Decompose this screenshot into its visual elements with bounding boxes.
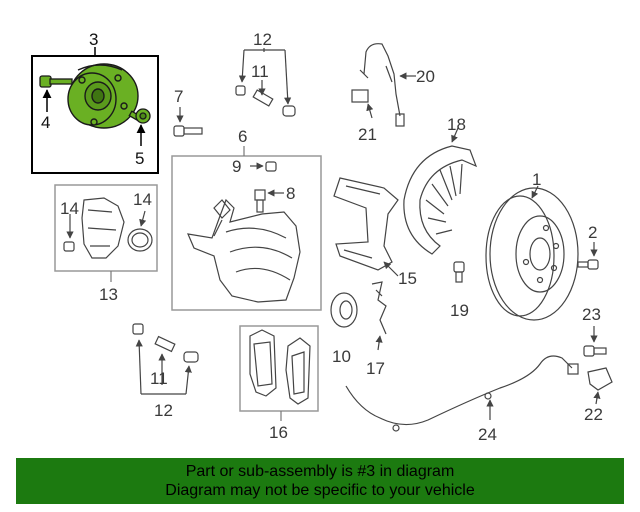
callout-23: 23 [582, 305, 601, 324]
hub-assembly-group[interactable] [31, 47, 159, 174]
callout-2: 2 [588, 223, 597, 242]
callout-12-upper: 12 [253, 30, 272, 49]
callout-1: 1 [532, 170, 541, 189]
callout-22: 22 [584, 405, 603, 424]
abs-sensor-cable-part[interactable] [345, 355, 579, 432]
seal-part[interactable] [330, 292, 358, 328]
dust-shield-part[interactable] [403, 127, 478, 255]
callout-18: 18 [447, 115, 466, 134]
callout-15: 15 [398, 269, 417, 288]
callout-16: 16 [269, 423, 288, 442]
brake-rotor-part[interactable] [485, 185, 579, 321]
callout-13: 13 [99, 285, 118, 304]
callout-6: 6 [238, 127, 247, 146]
callout-11-lower: 11 [150, 369, 168, 388]
callout-7: 7 [174, 87, 183, 106]
banner-line-1: Part or sub-assembly is #3 in diagram [185, 463, 455, 480]
callout-14-left: 14 [60, 199, 79, 218]
caliper-group[interactable] [171, 146, 322, 311]
caliper-motor-group[interactable] [54, 184, 158, 282]
spring-clip-part[interactable] [371, 281, 387, 351]
callout-3: 3 [89, 30, 98, 49]
wheel-speed-sensor-part[interactable] [583, 326, 613, 405]
callout-9: 9 [232, 157, 241, 176]
brake-pads-group[interactable] [239, 325, 319, 421]
callout-14-right: 14 [133, 190, 152, 209]
callout-20: 20 [416, 67, 435, 86]
guide-pin-kit-upper[interactable] [235, 48, 296, 117]
rotor-screw-part[interactable] [577, 242, 599, 270]
callout-4: 4 [41, 113, 50, 132]
guide-pin-kit-lower[interactable] [132, 323, 199, 395]
notice-banner: Part or sub-assembly is #3 in diagram Di… [16, 458, 624, 504]
caliper-bracket-part[interactable] [333, 177, 399, 277]
bracket-bolt-part[interactable] [453, 261, 465, 283]
brake-hose-part[interactable] [351, 43, 416, 127]
callout-12-lower: 12 [154, 401, 173, 420]
callout-19: 19 [450, 301, 469, 320]
hub-bolt-part [39, 75, 73, 88]
callout-11-upper: 11 [251, 62, 269, 81]
callout-5: 5 [135, 149, 144, 168]
callout-labels: 1 2 3 4 5 6 7 8 9 10 11 11 12 12 13 14 1… [41, 30, 603, 444]
callout-10: 10 [332, 347, 351, 366]
caliper-bolt-part[interactable] [173, 107, 203, 137]
callout-24: 24 [478, 425, 497, 444]
hub-nut-part [128, 108, 151, 124]
callout-8: 8 [286, 184, 295, 203]
wheel-hub-part [67, 63, 139, 129]
callout-17: 17 [366, 359, 385, 378]
callout-21: 21 [358, 125, 377, 144]
banner-line-2: Diagram may not be specific to your vehi… [165, 482, 475, 499]
